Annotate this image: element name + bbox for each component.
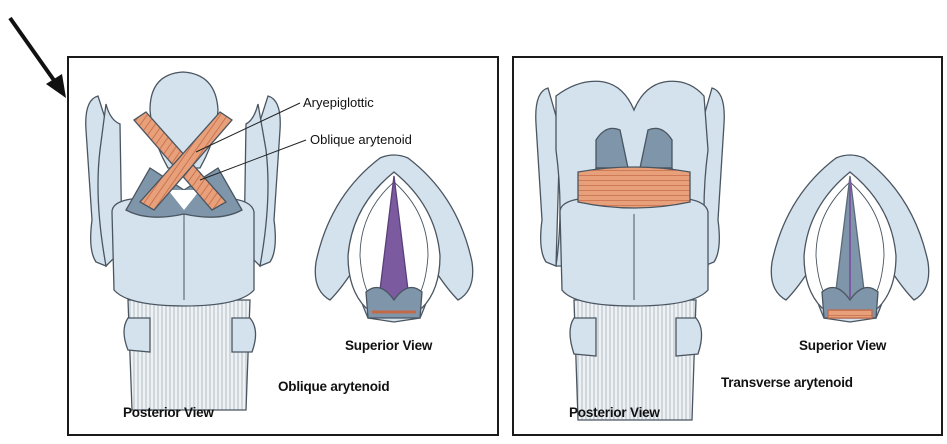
left-posterior-caption: Posterior View — [123, 405, 214, 420]
right-superior-caption: Superior View — [799, 338, 886, 353]
callout-aryepiglottic: Aryepiglottic — [303, 95, 374, 110]
left-superior-caption: Superior View — [345, 338, 432, 353]
callout-oblique-arytenoid: Oblique arytenoid — [310, 132, 412, 147]
right-muscle-caption: Transverse arytenoid — [721, 375, 853, 390]
right-posterior-caption: Posterior View — [569, 405, 660, 420]
arrow-pointer-icon — [10, 18, 66, 98]
left-muscle-caption: Oblique arytenoid — [278, 379, 389, 394]
